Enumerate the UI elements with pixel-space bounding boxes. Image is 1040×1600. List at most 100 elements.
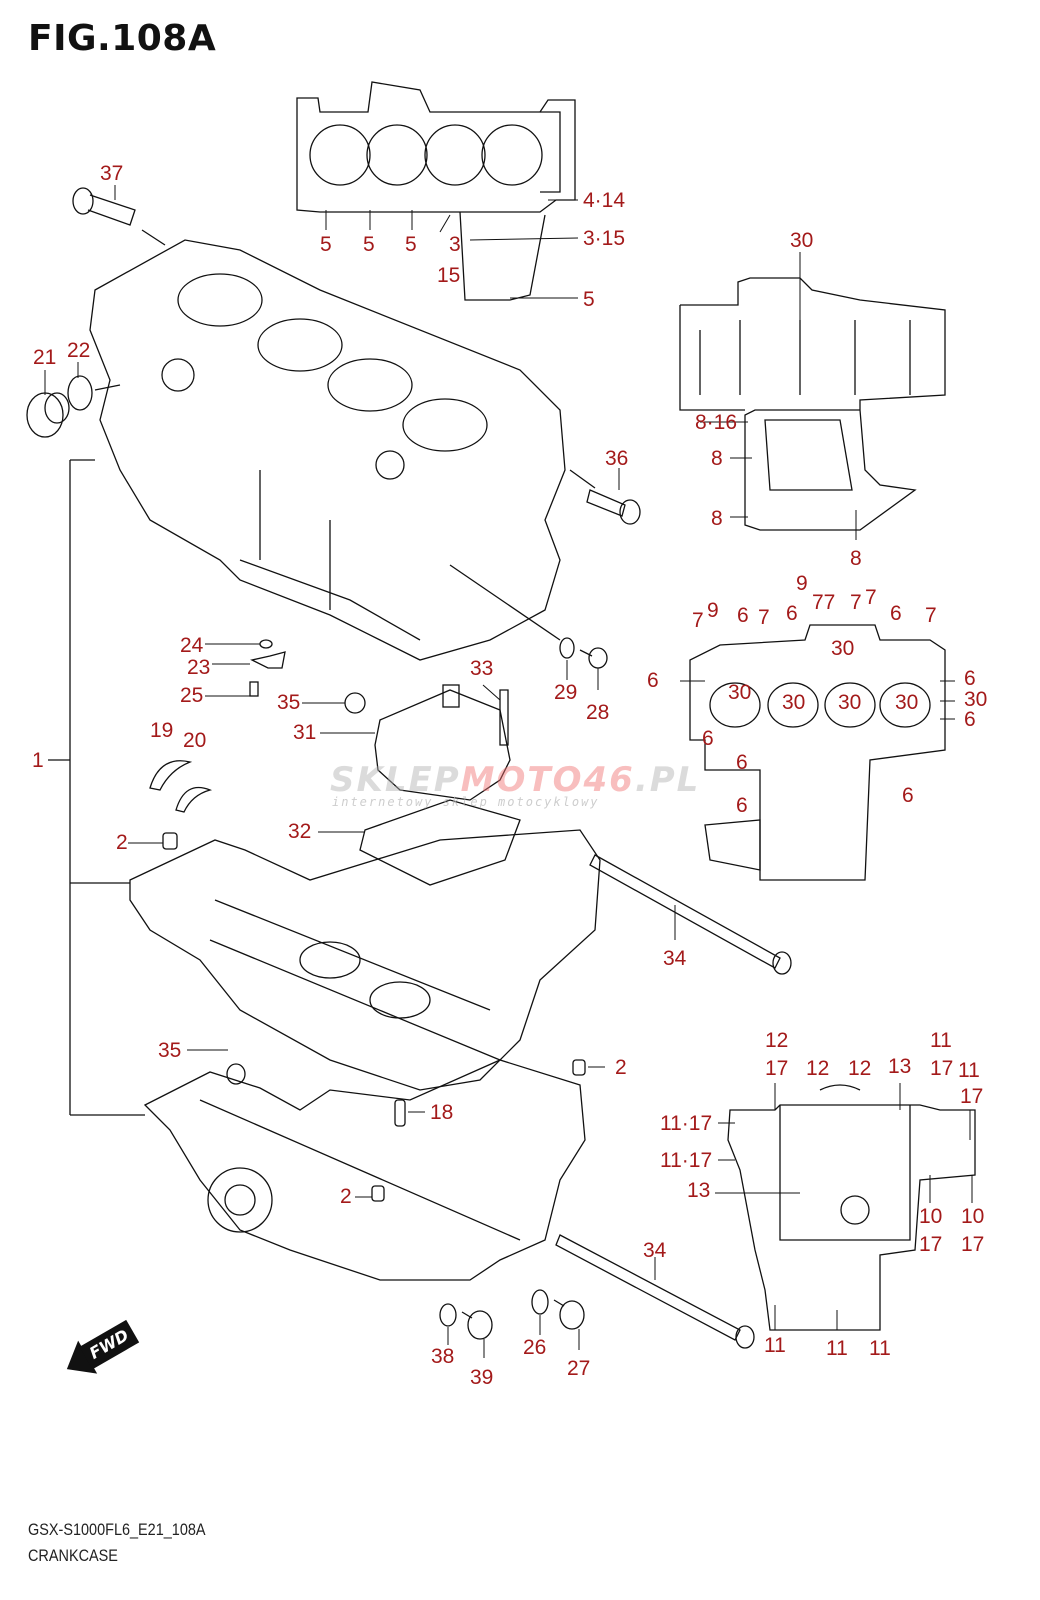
callout-8[interactable]: 8: [850, 547, 862, 570]
figure-name: CRANKCASE: [28, 1546, 118, 1565]
callout-27[interactable]: 27: [567, 1357, 591, 1380]
callout-30[interactable]: 30: [964, 688, 988, 711]
callout-34[interactable]: 34: [663, 947, 687, 970]
bolt-37: [72, 187, 166, 246]
callout-3-15[interactable]: 3·15: [583, 227, 626, 250]
callout-32[interactable]: 32: [288, 820, 312, 843]
callout-13[interactable]: 13: [888, 1055, 912, 1078]
callout-11[interactable]: 11: [869, 1337, 891, 1360]
callout-10[interactable]: 10: [961, 1205, 985, 1228]
callout-2[interactable]: 2: [615, 1056, 627, 1079]
callout-11[interactable]: 11: [958, 1059, 980, 1082]
callout-17[interactable]: 17: [919, 1233, 943, 1256]
washer-38: [439, 1303, 457, 1327]
callout-6[interactable]: 6: [964, 708, 976, 731]
callout-6[interactable]: 6: [786, 602, 798, 625]
callout-11[interactable]: 11: [930, 1029, 952, 1052]
callout-6[interactable]: 6: [964, 667, 976, 690]
callout-9[interactable]: 9: [796, 572, 808, 595]
bolt-39: [461, 1310, 493, 1340]
callout-6[interactable]: 6: [736, 794, 748, 817]
callout-23[interactable]: 23: [187, 656, 211, 679]
callout-33[interactable]: 33: [470, 657, 494, 680]
callout-17[interactable]: 17: [961, 1233, 985, 1256]
callout-12[interactable]: 12: [765, 1029, 789, 1052]
callout-5[interactable]: 5: [363, 233, 375, 256]
callout-25[interactable]: 25: [180, 684, 204, 707]
bolt-27: [553, 1299, 585, 1330]
callout-30[interactable]: 30: [838, 691, 862, 714]
callout-7[interactable]: 7: [692, 609, 704, 632]
callout-6[interactable]: 6: [702, 727, 714, 750]
lower-case-bottom-view: [727, 1084, 976, 1331]
head-gasket: [296, 81, 576, 301]
callout-7[interactable]: 7: [850, 591, 862, 614]
callout-2[interactable]: 2: [116, 831, 128, 854]
callout-24[interactable]: 24: [180, 634, 204, 657]
callout-11-17[interactable]: 11·17: [660, 1112, 713, 1135]
callout-6[interactable]: 6: [736, 751, 748, 774]
cover-31: [374, 684, 511, 801]
callout-30[interactable]: 30: [790, 229, 814, 252]
callout-20[interactable]: 20: [183, 729, 207, 752]
callout-11[interactable]: 11: [826, 1337, 848, 1360]
dowel-2a: [162, 832, 178, 850]
callout-7[interactable]: 7: [925, 604, 937, 627]
callout-5[interactable]: 5: [405, 233, 417, 256]
grommet-35a: [344, 692, 366, 714]
callout-21[interactable]: 21: [33, 346, 57, 369]
callout-1[interactable]: 1: [32, 749, 44, 772]
callout-37[interactable]: 37: [100, 162, 124, 185]
callout-30[interactable]: 30: [782, 691, 806, 714]
callout-8-16[interactable]: 8·16: [695, 411, 738, 434]
callout-35[interactable]: 35: [158, 1039, 182, 1062]
gasket-32: [359, 799, 521, 886]
callout-34[interactable]: 34: [643, 1239, 667, 1262]
callout-29[interactable]: 29: [554, 681, 578, 704]
callout-3[interactable]: 3: [449, 233, 461, 256]
callout-17[interactable]: 17: [960, 1085, 984, 1108]
bolt-36: [586, 489, 641, 525]
callout-11-17[interactable]: 11·17: [660, 1149, 713, 1172]
callout-6[interactable]: 6: [890, 602, 902, 625]
callout-31[interactable]: 31: [293, 721, 317, 744]
callout-11[interactable]: 11: [764, 1334, 786, 1357]
callout-9[interactable]: 9: [707, 599, 719, 622]
callout-26[interactable]: 26: [523, 1336, 547, 1359]
watermark-logo: SKLEPMOTO46.PL: [330, 760, 701, 800]
callout-8[interactable]: 8: [711, 447, 723, 470]
callout-36[interactable]: 36: [605, 447, 629, 470]
callout-30[interactable]: 30: [831, 637, 855, 660]
callout-4-14[interactable]: 4·14: [583, 189, 626, 212]
callout-10[interactable]: 10: [919, 1205, 943, 1228]
callout-38[interactable]: 38: [431, 1345, 455, 1368]
callout-7[interactable]: 7: [758, 606, 770, 629]
gasket-22: [67, 375, 93, 411]
callout-17[interactable]: 17: [765, 1057, 789, 1080]
callout-6[interactable]: 6: [902, 784, 914, 807]
callout-6[interactable]: 6: [647, 669, 659, 692]
callout-12[interactable]: 12: [806, 1057, 830, 1080]
callout-7[interactable]: 7: [865, 586, 877, 609]
callout-35[interactable]: 35: [277, 691, 301, 714]
callout-5[interactable]: 5: [320, 233, 332, 256]
callout-77[interactable]: 77: [812, 591, 836, 614]
callout-15[interactable]: 15: [437, 264, 461, 287]
callout-22[interactable]: 22: [67, 339, 91, 362]
callout-12[interactable]: 12: [848, 1057, 872, 1080]
lower-crankcase: [143, 1059, 586, 1281]
callout-19[interactable]: 19: [150, 719, 174, 742]
callout-2[interactable]: 2: [340, 1185, 352, 1208]
callout-5[interactable]: 5: [583, 288, 595, 311]
bolt-34a: [589, 854, 792, 975]
callout-6[interactable]: 6: [737, 604, 749, 627]
callout-17[interactable]: 17: [930, 1057, 954, 1080]
callout-39[interactable]: 39: [470, 1366, 494, 1389]
callout-28[interactable]: 28: [586, 701, 610, 724]
callout-8[interactable]: 8: [711, 507, 723, 530]
callout-18[interactable]: 18: [430, 1101, 454, 1124]
callout-30[interactable]: 30: [895, 691, 919, 714]
bolt-34b: [555, 1234, 755, 1349]
callout-30[interactable]: 30: [728, 681, 752, 704]
callout-13[interactable]: 13: [687, 1179, 711, 1202]
